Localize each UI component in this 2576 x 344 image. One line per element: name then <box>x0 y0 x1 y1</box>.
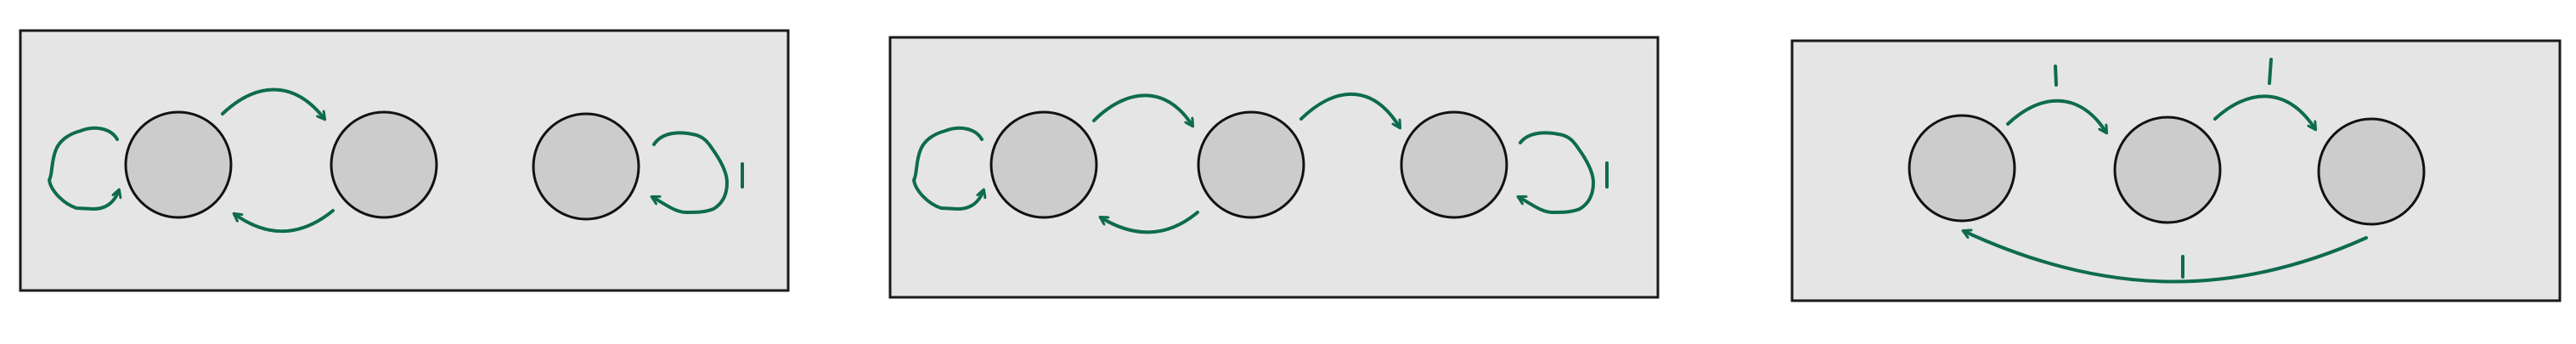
panel-2-self-loop-node-3 <box>1519 131 1595 214</box>
panel-2-arc-node-2-to-node-1 <box>1101 211 1199 234</box>
panel-3-arc-node-3-to-node-1 <box>1964 231 2368 284</box>
panel-3-edge-mark-node-1-to-node-2 <box>2054 65 2058 87</box>
panel-2-node-2 <box>1197 110 1305 219</box>
panel-2 <box>888 36 1660 299</box>
panel-1-self-loop-node-1 <box>48 126 119 211</box>
panel-1-self-loop-node-3 <box>652 131 729 214</box>
panel-2-node-1 <box>989 110 1098 219</box>
panel-2-arc-node-1-to-node-2 <box>1092 93 1192 126</box>
panel-3-arc-node-1-to-node-2 <box>2006 99 2106 133</box>
panel-1-arc-node-2-to-node-1 <box>234 209 335 234</box>
panel-1-node-2 <box>330 110 438 219</box>
panel-1 <box>19 29 790 292</box>
panel-1-arc-node-1-to-node-2 <box>221 87 324 120</box>
panel-3-arc-node-2-to-node-3 <box>2213 94 2315 129</box>
panel-2-arc-node-2-to-node-3 <box>1299 92 1400 127</box>
panel-1-node-3 <box>532 112 640 221</box>
panel-2-node-3 <box>1400 110 1508 219</box>
panel-3-edge-mark-node-2-to-node-3 <box>2268 58 2273 85</box>
panel-3-node-3 <box>2317 117 2426 226</box>
panel-1-node-1 <box>124 110 233 219</box>
panel-3-node-2 <box>2113 116 2222 224</box>
panel-2-self-loop-node-1 <box>912 126 984 211</box>
panel-3-node-1 <box>1908 114 2016 223</box>
panel-3 <box>1790 39 2562 302</box>
